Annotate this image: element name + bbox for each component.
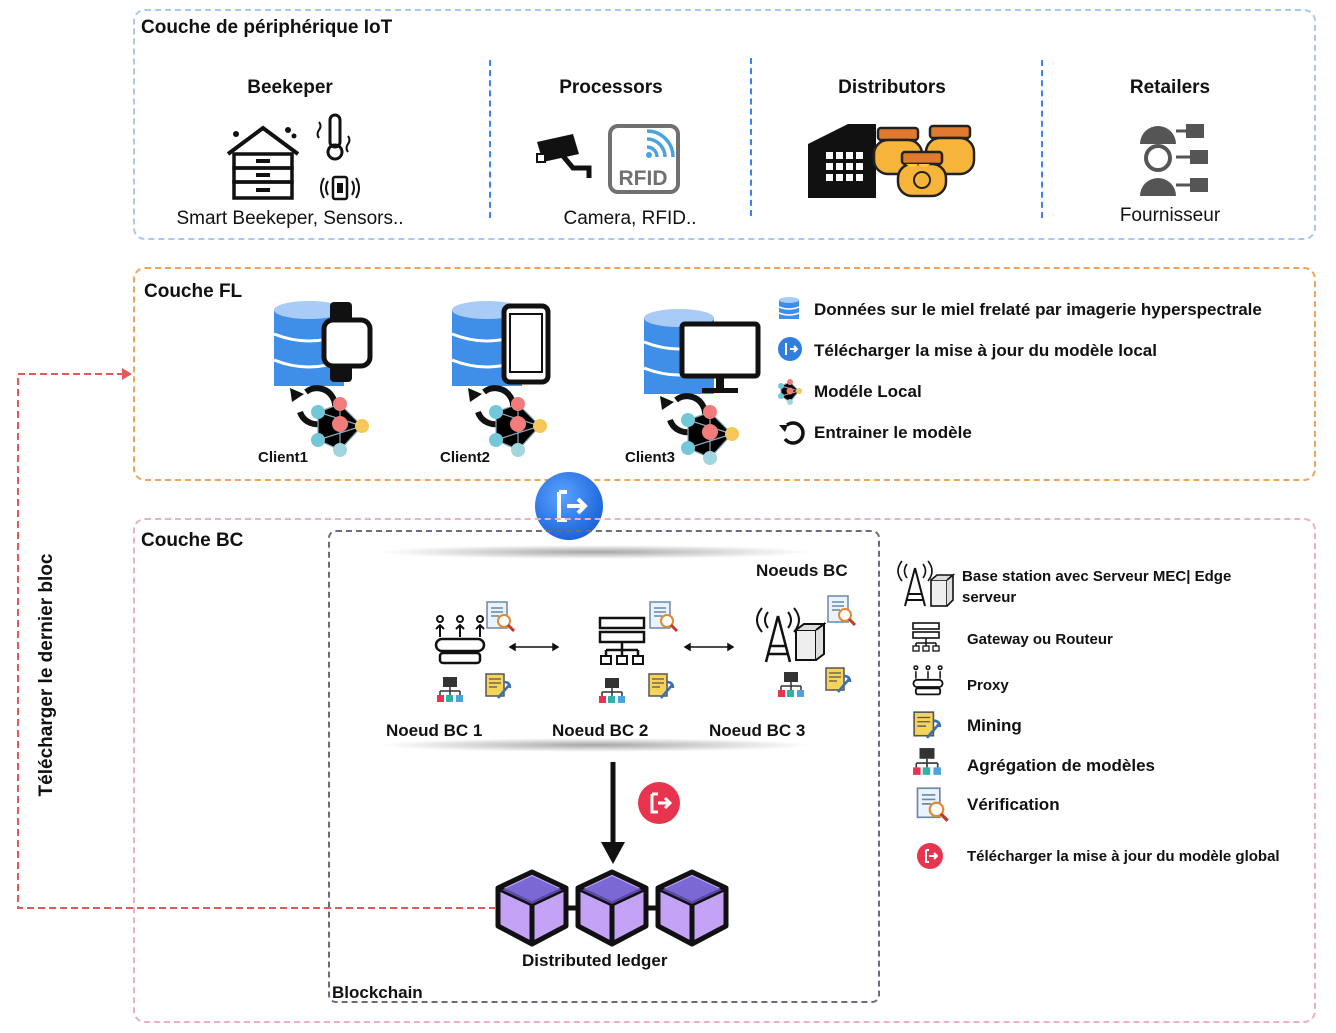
bc-legend-router: Gateway ou Routeur: [967, 631, 1113, 648]
upload-global-icon: [917, 843, 943, 869]
verification-icon: [827, 595, 857, 627]
client1-icon: [273, 301, 373, 457]
svg-text:RFID: RFID: [619, 167, 668, 190]
fl-layer-title: Couche FL: [144, 281, 243, 302]
node-link-arrow: [683, 642, 735, 652]
mining-icon: [825, 667, 852, 693]
aggregation-icon: [437, 677, 463, 702]
node-bc-2-label: Noeud BC 2: [552, 721, 649, 740]
supplier-icon: [1140, 124, 1208, 196]
blockchain-container: [328, 530, 880, 1003]
bc-legend-aggregation: Agrégation de modèles: [967, 756, 1155, 775]
iot-separator: [750, 58, 752, 216]
aggregation-icon: [599, 678, 625, 703]
aggregation-icon: [778, 672, 804, 697]
processors-heading: Processors: [559, 77, 663, 98]
node-link-arrow: [508, 642, 560, 652]
client1-label: Client1: [258, 449, 309, 466]
base-station-icon: [897, 560, 956, 607]
processors-caption: Camera, RFID..: [563, 208, 697, 229]
refresh-icon: [779, 421, 805, 445]
last-block-download-label: Télécharger le dernier bloc: [36, 553, 57, 797]
fl-legend-upload: Télécharger la mise à jour du modèle loc…: [814, 341, 1157, 360]
iot-layer-title: Couche de périphérique IoT: [141, 17, 393, 38]
client2-label: Client2: [440, 449, 491, 466]
last-block-download-path: [17, 368, 496, 909]
nodes-top-shadow: [375, 545, 815, 559]
nodes-heading: Noeuds BC: [756, 561, 848, 580]
nodes-bottom-shadow: [375, 738, 815, 752]
retailers-heading: Retailers: [1129, 77, 1211, 98]
upload-local-icon: [535, 472, 603, 540]
verification-icon: [916, 787, 949, 822]
beehive-icon: [226, 125, 300, 200]
thermometer-icon: [316, 113, 351, 161]
node-bc-1-label: Noeud BC 1: [386, 721, 483, 740]
fl-legend-local-model: Modéle Local: [814, 382, 922, 401]
proxy-icon: [434, 615, 486, 665]
fl-legend-train: Entrainer le modèle: [814, 423, 972, 442]
down-arrow: [601, 762, 625, 864]
client3-label: Client3: [625, 449, 676, 466]
base-station-icon: [756, 607, 826, 663]
iot-separator: [1041, 60, 1043, 218]
ledger-label: Distributed ledger: [522, 951, 668, 970]
bc-legend-verification: Vérification: [967, 795, 1060, 814]
node-bc-3-label: Noeud BC 3: [709, 721, 806, 740]
mining-icon: [485, 673, 512, 699]
bc-legend-proxy: Proxy: [967, 677, 1009, 694]
retailers-caption: Fournisseur: [1119, 205, 1221, 226]
iot-layer: [133, 9, 1316, 240]
ledger-blocks-icon: [495, 869, 729, 947]
verification-icon: [649, 601, 679, 633]
client2-icon: [451, 301, 551, 457]
mining-icon: [913, 711, 942, 739]
database-icon: [778, 297, 800, 319]
verification-icon: [486, 601, 516, 633]
sensor-chip-icon: [320, 175, 360, 201]
beekeper-heading: Beekeper: [247, 77, 333, 98]
bc-legend-base-station: Base station avec Serveur MEC| Edge serv…: [962, 568, 1232, 606]
iot-separator: [489, 60, 491, 218]
distributors-heading: Distributors: [838, 77, 946, 98]
beekeper-caption: Smart Beekeper, Sensors..: [176, 208, 404, 229]
rfid-icon: RFID: [608, 124, 680, 194]
warehouse-honey-icon: [808, 124, 976, 198]
blockchain-label: Blockchain: [332, 983, 423, 1002]
bc-legend-mining: Mining: [967, 716, 1022, 735]
upload-local-icon: [778, 337, 802, 361]
upload-global-icon: [638, 782, 680, 824]
neural-net-icon: [778, 379, 802, 405]
fl-layer: [133, 267, 1316, 481]
bc-legend-upload-global: Télécharger la mise à jour du modèle glo…: [967, 848, 1280, 865]
bc-layer-title: Couche BC: [141, 530, 244, 551]
aggregation-icon: [913, 748, 941, 775]
proxy-icon: [912, 665, 944, 696]
camera-icon: [536, 134, 592, 178]
mining-icon: [648, 673, 675, 699]
client3-icon: [643, 309, 761, 465]
router-icon: [598, 616, 646, 665]
router-icon: [912, 622, 940, 652]
fl-legend-database: Données sur le miel frelaté par imagerie…: [814, 300, 1262, 319]
bc-layer: [133, 518, 1316, 1023]
